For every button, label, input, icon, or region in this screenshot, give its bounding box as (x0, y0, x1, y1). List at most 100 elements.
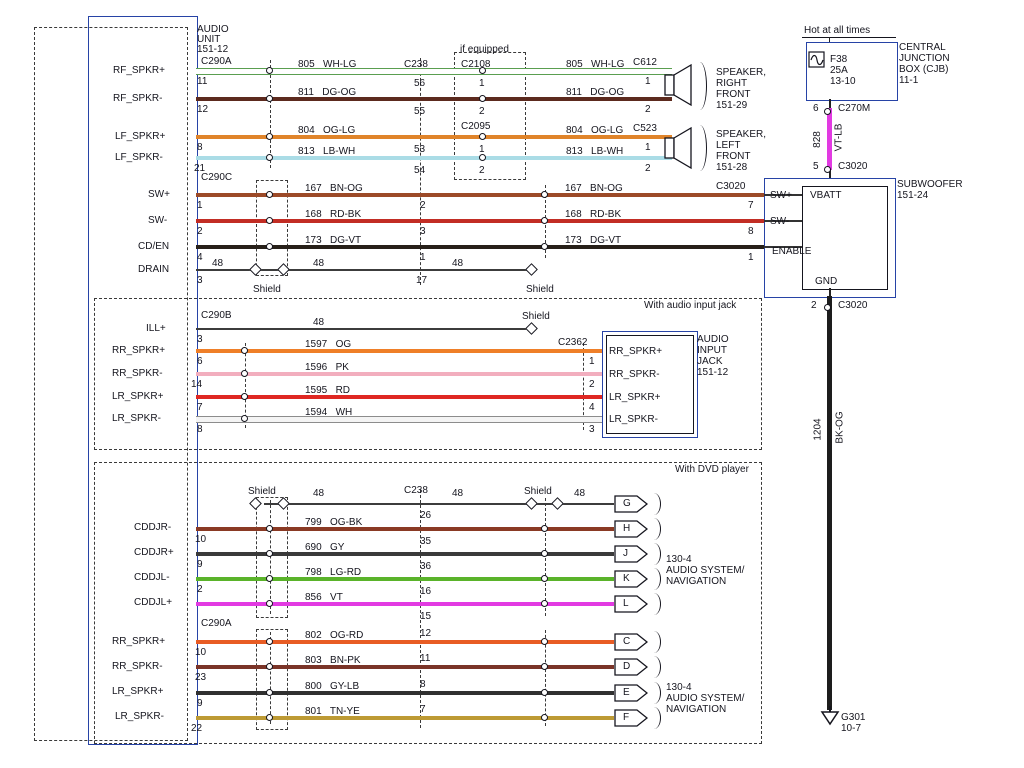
label-rr-spkr: RR_SPKR- (609, 369, 660, 380)
connector-terminal-k: K (614, 570, 649, 588)
label-2: 2 (479, 165, 485, 176)
label-3: 3 (197, 334, 203, 345)
label-lr-spkr: LR_SPKR+ (112, 686, 164, 697)
label-4: 4 (589, 402, 595, 413)
label-cd-en: CD/EN (138, 241, 170, 252)
wire-168-rd-bk (196, 219, 764, 223)
connector-pin-circle-30 (541, 638, 548, 645)
connector-pin-circle-10 (266, 243, 273, 250)
label-804-og-lg: 804 OG-LG (566, 125, 624, 136)
label-lr-spkr: LR_SPKR+ (112, 391, 164, 402)
dashed-box-inline-conn-dvd2 (256, 629, 288, 730)
label-22: 22 (191, 723, 203, 734)
label-cddjl: CDDJL+ (134, 597, 173, 608)
label-1204: 1204 (812, 418, 824, 441)
label-front: FRONT (716, 89, 751, 100)
label-navigation: NAVIGATION (666, 704, 727, 715)
label-173-dg-vt: 173 DG-VT (565, 235, 622, 246)
label-10: 10 (195, 647, 207, 658)
brace-arc-6 (651, 593, 661, 615)
label-10-7: 10-7 (841, 723, 862, 734)
label-rr-spkr: RR_SPKR- (112, 661, 163, 672)
label-130-4: 130-4 (666, 554, 692, 565)
label-2: 2 (645, 104, 651, 115)
label-26: 26 (420, 510, 432, 521)
label-with-audio-input-jack: With audio input jack (644, 300, 737, 311)
label-2: 2 (589, 379, 595, 390)
connector-pin-circle-27 (266, 663, 273, 670)
brace-arc-5 (651, 568, 661, 590)
wire-803-bn-pk (196, 665, 614, 669)
connector-pin-circle-1 (266, 95, 273, 102)
label-23: 23 (195, 672, 207, 683)
label-2: 2 (479, 106, 485, 117)
terminal-letter: F (623, 712, 630, 723)
label-c3020: C3020 (838, 300, 868, 311)
label-c2362: C2362 (558, 337, 588, 348)
connector-pin-circle-12 (541, 217, 548, 224)
label-11-1: 11-1 (899, 75, 919, 86)
connector-pin-circle-17 (241, 415, 248, 422)
label-c3020: C3020 (716, 181, 746, 192)
wire-828-vt-lb (827, 108, 832, 170)
connector-terminal-e: E (614, 684, 649, 702)
shield-icon-2 (525, 263, 538, 276)
connector-pin-circle-0 (266, 67, 273, 74)
brace-arc-2 (651, 493, 661, 515)
label-805-wh-lg: 805 WH-LG (298, 59, 357, 70)
label-1: 1 (748, 252, 754, 263)
speaker-icon-0 (664, 62, 696, 113)
wire-1597-og (196, 349, 602, 353)
label-8: 8 (197, 424, 203, 435)
speaker-icon-1 (664, 125, 696, 176)
brace-arc-9 (651, 682, 661, 704)
terminal-letter: L (623, 598, 629, 609)
connector-terminal-g: G (614, 495, 649, 513)
label-1597-og: 1597 OG (305, 339, 352, 350)
connector-line-1 (420, 490, 421, 728)
label-1: 1 (197, 200, 203, 211)
wire-811-dg-og (196, 97, 672, 101)
label-left: LEFT (716, 140, 741, 151)
connector-pin-circle-15 (241, 370, 248, 377)
label-6: 6 (197, 356, 203, 367)
label-cddjr: CDDJR+ (134, 547, 174, 558)
wire-48-drain (196, 269, 534, 271)
ground-icon (817, 706, 843, 735)
label-audio-system: AUDIO SYSTEM/ (666, 693, 745, 704)
label-11: 11 (197, 76, 208, 87)
label-802-og-rd: 802 OG-RD (305, 630, 364, 641)
label-9: 9 (197, 559, 203, 570)
wire-801-tn-ye (196, 716, 614, 720)
label-rf-spkr: RF_SPKR+ (113, 65, 165, 76)
connector-terminal-d: D (614, 658, 649, 676)
label-c238: C238 (404, 59, 428, 70)
label-56: 56 (414, 78, 426, 89)
label-48: 48 (313, 317, 325, 328)
label-811-dg-og: 811 DG-OG (566, 87, 625, 98)
label-lf-spkr: LF_SPKR+ (115, 131, 166, 142)
label-lr-spkr: LR_SPKR- (115, 711, 164, 722)
label-gnd: GND (815, 276, 838, 287)
label-800-gy-lb: 800 GY-LB (305, 681, 360, 692)
label-speaker: SPEAKER, (716, 67, 767, 78)
connector-pin-circle-14 (241, 347, 248, 354)
label-audio: AUDIO (697, 334, 729, 345)
connector-line-7 (545, 498, 546, 616)
label-c290a: C290A (201, 56, 232, 67)
label-48: 48 (313, 488, 325, 499)
connector-pin-circle-23 (541, 550, 548, 557)
label-25a: 25A (830, 65, 848, 76)
connector-line-6 (270, 500, 271, 614)
label-navigation: NAVIGATION (666, 576, 727, 587)
box-cjb-fuse (806, 42, 898, 101)
box-jack-inner (606, 335, 694, 434)
dashed-box-inline-conn-sub (256, 180, 288, 276)
connector-pin-circle-21 (266, 600, 273, 607)
label-1: 1 (645, 142, 651, 153)
label-rr-spkr: RR_SPKR+ (112, 345, 166, 356)
connector-pin-circle-28 (266, 689, 273, 696)
label-14: 14 (191, 379, 203, 390)
label-rr-spkr: RR_SPKR+ (609, 346, 663, 357)
label-803-bn-pk: 803 BN-PK (305, 655, 361, 666)
